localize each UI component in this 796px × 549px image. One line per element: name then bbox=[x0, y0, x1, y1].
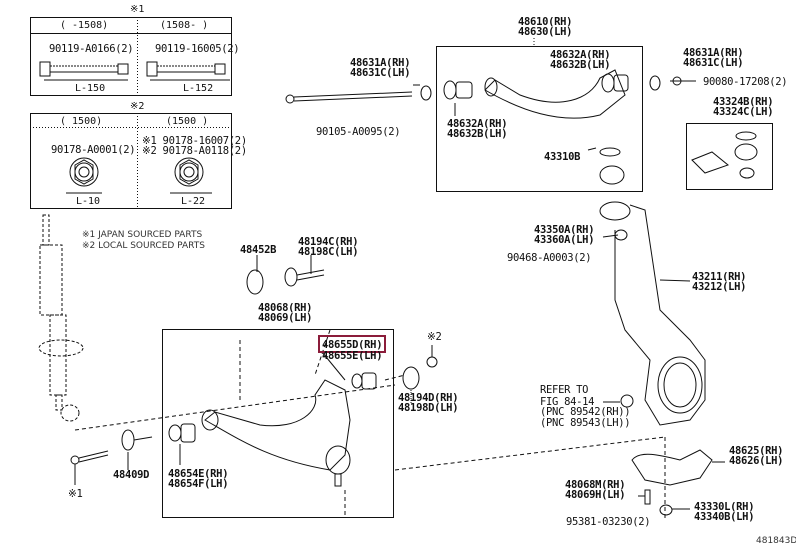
label-90080[interactable]: 90080-17208(2) bbox=[703, 76, 788, 88]
label-48069h[interactable]: 48069H(LH) bbox=[565, 489, 626, 501]
label-48625[interactable]: 48625(RH) bbox=[729, 445, 784, 457]
label-note-x1: ※1 bbox=[68, 488, 83, 500]
label-48626[interactable]: 48626(LH) bbox=[729, 455, 784, 467]
lower-bracket bbox=[631, 449, 713, 516]
label-48198d[interactable]: 48198D(LH) bbox=[398, 402, 459, 414]
inset-nuts-left-range: ( 1500) bbox=[60, 116, 103, 127]
label-43212[interactable]: 43212(LH) bbox=[692, 281, 747, 293]
label-48068[interactable]: 48068(RH) bbox=[258, 302, 313, 314]
label-48069[interactable]: 48069(LH) bbox=[258, 312, 313, 324]
inset-bolts-right-range: (1508- ) bbox=[160, 20, 209, 31]
label-48409d[interactable]: 48409D bbox=[113, 469, 150, 481]
label-48631a-right[interactable]: 48631A(RH) bbox=[683, 47, 744, 59]
label-48068m[interactable]: 48068M(RH) bbox=[565, 479, 626, 491]
inset-bolts-left-part: 90119-A0166(2) bbox=[49, 43, 134, 55]
refer-line-4: (PNC 89543(LH)) bbox=[540, 417, 631, 429]
label-43350a[interactable]: 43350A(RH) bbox=[534, 224, 595, 236]
label-48631c-left[interactable]: 48631C(LH) bbox=[350, 67, 411, 79]
label-43360a[interactable]: 43360A(LH) bbox=[534, 234, 595, 246]
inset-nuts-right-dim: L-22 bbox=[181, 196, 206, 207]
label-43324c[interactable]: 43324C(LH) bbox=[713, 106, 774, 118]
label-48632b-right[interactable]: 48632B(LH) bbox=[550, 59, 611, 71]
label-43310b[interactable]: 43310B bbox=[544, 151, 581, 163]
steering-knuckle bbox=[599, 201, 706, 426]
label-48194d[interactable]: 48194D(RH) bbox=[398, 392, 459, 404]
label-48655d[interactable]: 48655D(RH) bbox=[322, 339, 383, 351]
label-48630[interactable]: 48630(LH) bbox=[518, 26, 573, 38]
label-43211[interactable]: 43211(RH) bbox=[692, 271, 747, 283]
inset-bolts-left-dim: L-150 bbox=[75, 83, 106, 94]
diagram-id: 481843D bbox=[756, 536, 796, 546]
inset-bolts-box bbox=[30, 17, 232, 96]
label-48632a-right[interactable]: 48632A(RH) bbox=[550, 49, 611, 61]
upper-arm-box bbox=[436, 38, 643, 192]
label-48452b[interactable]: 48452B bbox=[240, 244, 277, 256]
label-48631a-left[interactable]: 48631A(RH) bbox=[350, 57, 411, 69]
shock-absorber bbox=[38, 214, 84, 422]
label-48198c[interactable]: 48198C(LH) bbox=[298, 246, 359, 258]
upper-bolt bbox=[285, 75, 682, 104]
label-48194c[interactable]: 48194C(RH) bbox=[298, 236, 359, 248]
highlight-box bbox=[318, 335, 386, 353]
label-note-x2: ※2 bbox=[427, 331, 442, 343]
legend-note-2: ※2 LOCAL SOURCED PARTS bbox=[82, 241, 205, 251]
label-43330l[interactable]: 43330L(RH) bbox=[694, 501, 755, 513]
label-48654e[interactable]: 48654E(RH) bbox=[168, 468, 229, 480]
inset-bolts-left-range: ( -1508) bbox=[60, 20, 109, 31]
refer-line-3: (PNC 89542(RH)) bbox=[540, 406, 631, 418]
inset-bolts-right-dim: L-152 bbox=[183, 83, 214, 94]
label-48631c-right[interactable]: 48631C(LH) bbox=[683, 57, 744, 69]
inset-nuts-left-part: 90178-A0001(2) bbox=[51, 144, 136, 156]
legend-note-1: ※1 JAPAN SOURCED PARTS bbox=[82, 230, 203, 240]
refer-line-1: REFER TO bbox=[540, 384, 589, 396]
inset-bolts-title: ※1 bbox=[130, 4, 145, 15]
refer-line-2[interactable]: FIG 84-14 bbox=[540, 396, 595, 408]
label-90105[interactable]: 90105-A0095(2) bbox=[316, 126, 401, 138]
label-48655e[interactable]: 48655E(LH) bbox=[322, 350, 383, 362]
label-48654f[interactable]: 48654F(LH) bbox=[168, 478, 229, 490]
inset-nuts-right-part2: ※2 90178-A0118(2) bbox=[142, 145, 247, 157]
inset-nuts-title: ※2 bbox=[130, 101, 145, 112]
label-48632b-left[interactable]: 48632B(LH) bbox=[447, 128, 508, 140]
inset-nuts-box bbox=[30, 113, 232, 209]
label-48632a-left[interactable]: 48632A(RH) bbox=[447, 118, 508, 130]
inset-nuts-right-part1: ※1 90178-16007(2) bbox=[142, 135, 247, 147]
inset-bolts-right-part: 90119-16005(2) bbox=[155, 43, 240, 55]
label-43324b[interactable]: 43324B(RH) bbox=[713, 96, 774, 108]
label-95381[interactable]: 95381-03230(2) bbox=[566, 516, 651, 528]
lower-arm-box bbox=[162, 329, 394, 518]
inset-nuts-left-dim: L-10 bbox=[76, 196, 101, 207]
inset-nuts-right-range: (1500 ) bbox=[166, 116, 209, 127]
boot-kit-box bbox=[686, 123, 773, 190]
label-48610[interactable]: 48610(RH) bbox=[518, 16, 573, 28]
label-43340b[interactable]: 43340B(LH) bbox=[694, 511, 755, 523]
label-90468[interactable]: 90468-A0003(2) bbox=[507, 252, 592, 264]
